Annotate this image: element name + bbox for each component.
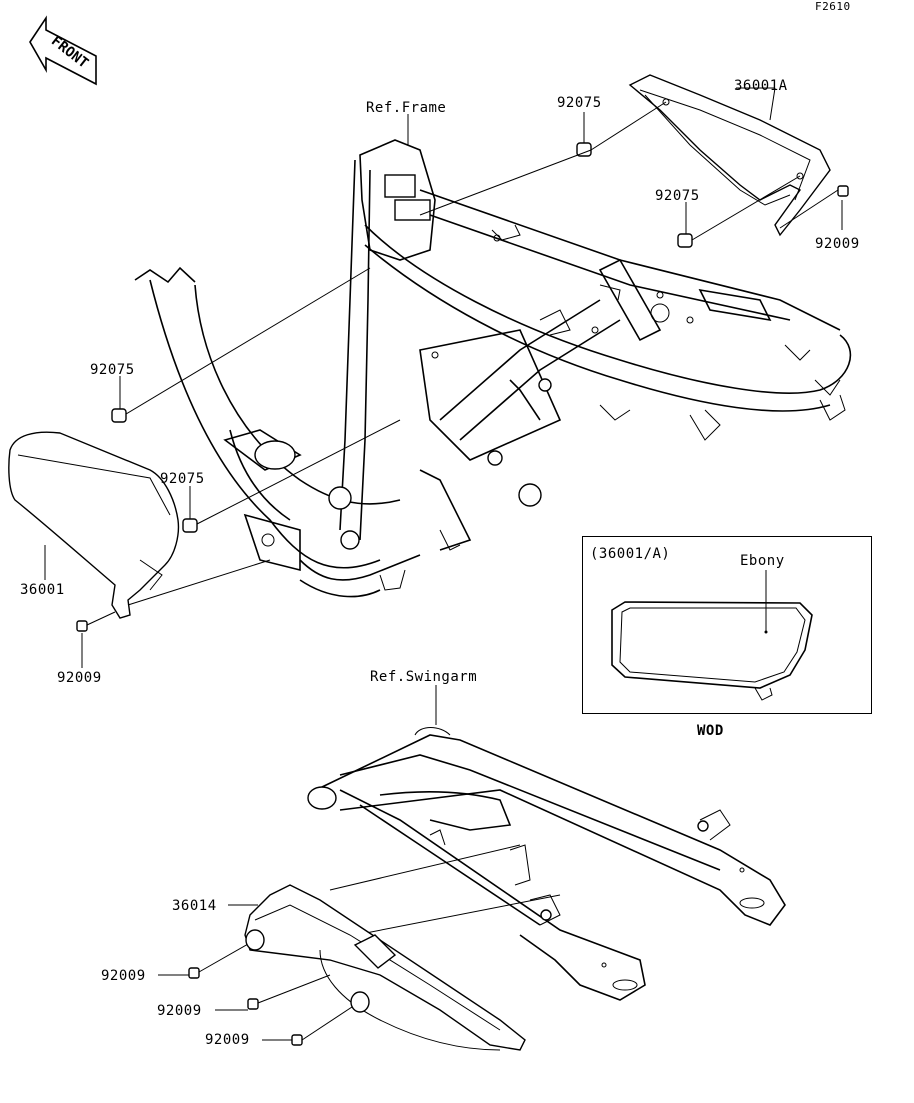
side-cover-36001A-drawing bbox=[628, 74, 831, 237]
part-92075-right: 92075 bbox=[655, 188, 700, 204]
inset-color-label: Ebony bbox=[740, 553, 785, 569]
figure-code: F2610 bbox=[815, 0, 851, 13]
part-36001A: 36001A bbox=[734, 78, 788, 94]
part-92075-mid: 92075 bbox=[160, 471, 205, 487]
part-92009-guard-2: 92009 bbox=[157, 1003, 202, 1019]
ref-frame-label: Ref.Frame bbox=[366, 100, 447, 116]
bolt-92009-icons bbox=[76, 185, 849, 1046]
ref-swingarm-label: Ref.Swingarm bbox=[370, 669, 478, 685]
part-92075-top: 92075 bbox=[557, 95, 602, 111]
part-92009-right: 92009 bbox=[815, 236, 860, 252]
frame-drawing bbox=[134, 139, 852, 598]
part-92075-left: 92075 bbox=[90, 362, 135, 378]
swingarm-drawing bbox=[307, 727, 786, 1001]
part-92009-guard-3: 92009 bbox=[205, 1032, 250, 1048]
part-92009-left: 92009 bbox=[57, 670, 102, 686]
part-36001: 36001 bbox=[20, 582, 65, 598]
chain-guard-36014-drawing bbox=[244, 884, 526, 1051]
color-variant-inset bbox=[582, 536, 872, 714]
front-arrow-text: FRONT bbox=[48, 33, 91, 72]
inset-title: (36001/A) bbox=[590, 546, 671, 562]
side-cover-36001-drawing bbox=[8, 431, 180, 619]
front-arrow-icon bbox=[29, 15, 97, 86]
part-36014: 36014 bbox=[172, 898, 217, 914]
leader-lines bbox=[44, 87, 843, 1041]
inset-caption: WOD bbox=[697, 723, 724, 739]
part-92009-guard-1: 92009 bbox=[101, 968, 146, 984]
